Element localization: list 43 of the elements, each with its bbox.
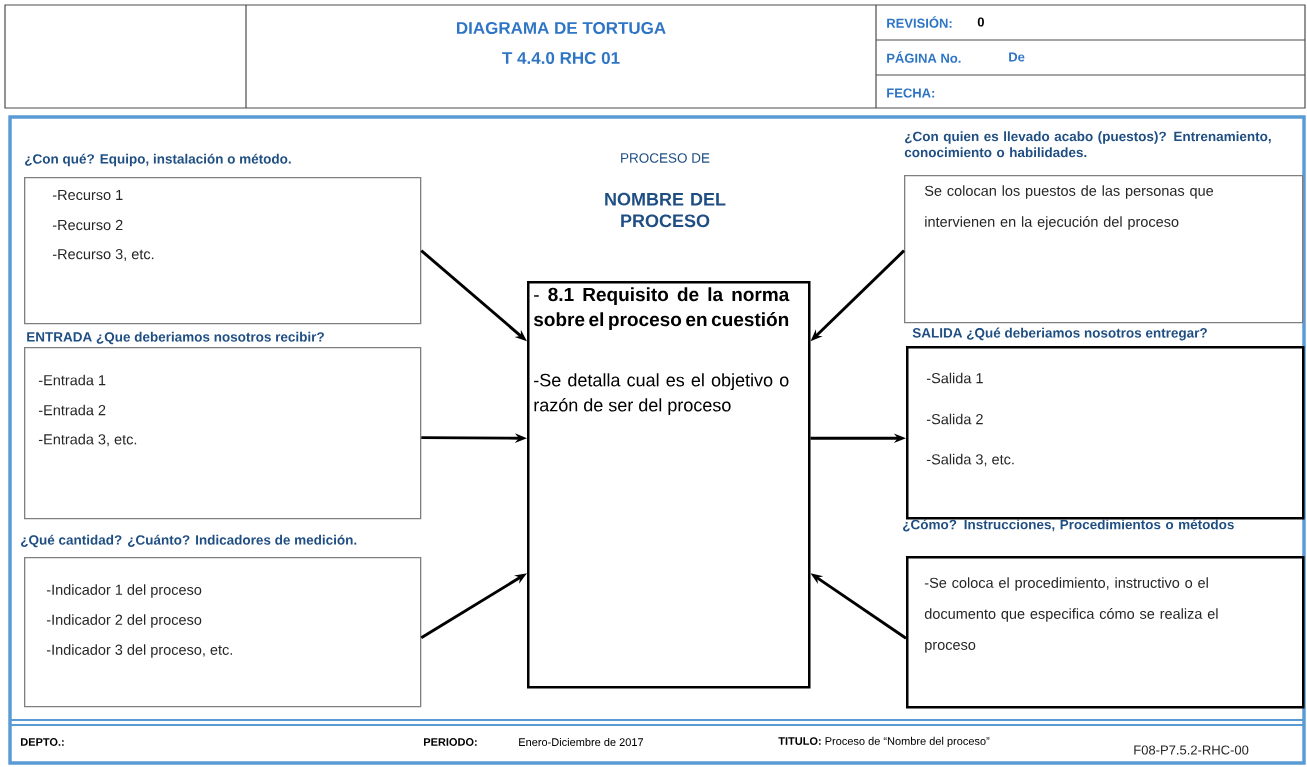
list-item: -Entrada 1 [38, 374, 106, 386]
box-text: - 8.1 Requisito de la norma sobre el proceso en cuestión [533, 287, 790, 330]
form-code: F08-P7.5.2-RHC-00 [1134, 745, 1249, 755]
list-item: -Indicador 2 del proceso [46, 614, 202, 628]
process-name: NOMBRE DEL PROCESO [605, 192, 726, 228]
field-label: DEPTO.: [21, 738, 64, 746]
box-heading: ¿Con quien es llevado acabo (puestos)? Entrenamiento, conocimiento o habilidades. [904, 131, 1271, 158]
list-item: -Indicador 1 del proceso [46, 584, 202, 598]
box-text: Se colocan los puestos de las personas que intervienen en la ejecución del proceso [924, 185, 1214, 230]
box-text: -Se coloca el procedimiento, instructivo o el documento que especifica cómo se realiza el proceso [924, 577, 1218, 653]
content-box [903, 519, 1305, 709]
content-box [904, 131, 1304, 324]
list-item: -Entrada 3, etc. [38, 433, 137, 447]
list-item: -Salida 1 [926, 372, 983, 384]
box-heading: ENTRADA ¿Que deberiamos nosotros recibir? [27, 331, 324, 345]
process-label: PROCESO DE [621, 153, 710, 163]
list-item: -Recurso 3, etc. [52, 249, 154, 261]
title: DIAGRAMA DE TORTUGA [457, 21, 666, 34]
list-item: -Salida 3, etc. [926, 453, 1014, 467]
box-heading: ¿Qué cantidad? ¿Cuánto? Indicadores de medición. [21, 534, 357, 548]
document-code: T 4.4.0 RHC 01 [502, 51, 620, 64]
field-label: REVISIÓN: [887, 16, 952, 28]
list-item: -Entrada 2 [38, 404, 106, 416]
field-label: PERIODO: [424, 738, 477, 746]
box-text: -Se detalla cual es el objetivo o razón de ser del proceso [534, 373, 789, 416]
field-label: FECHA: [887, 88, 935, 98]
content-box [24, 331, 422, 520]
box-heading: ¿Cómo? Instrucciones, Procedimientos o métodos [903, 519, 1234, 532]
content-box [906, 327, 1305, 520]
box-heading: ¿Con qué? Equipo, instalación o método. [25, 153, 291, 167]
list-item: -Recurso 1 [52, 189, 123, 201]
content-box [21, 534, 422, 708]
field-label: PÁGINA No. [887, 51, 961, 63]
field-label: De [1009, 52, 1025, 62]
field-value: 0 [977, 17, 984, 27]
box-heading: SALIDA ¿Qué deberiamos nosotros entregar? [912, 327, 1207, 341]
list-item: -Salida 2 [926, 413, 983, 425]
process-box [527, 281, 811, 689]
content-box [24, 153, 422, 325]
list-item: -Indicador 3 del proceso, etc. [46, 644, 232, 658]
field-value: Enero-Diciembre de 2017 [519, 737, 644, 747]
field-value: TITULO: Proceso de “Nombre del proceso” [778, 736, 990, 748]
list-item: -Recurso 2 [52, 219, 123, 231]
